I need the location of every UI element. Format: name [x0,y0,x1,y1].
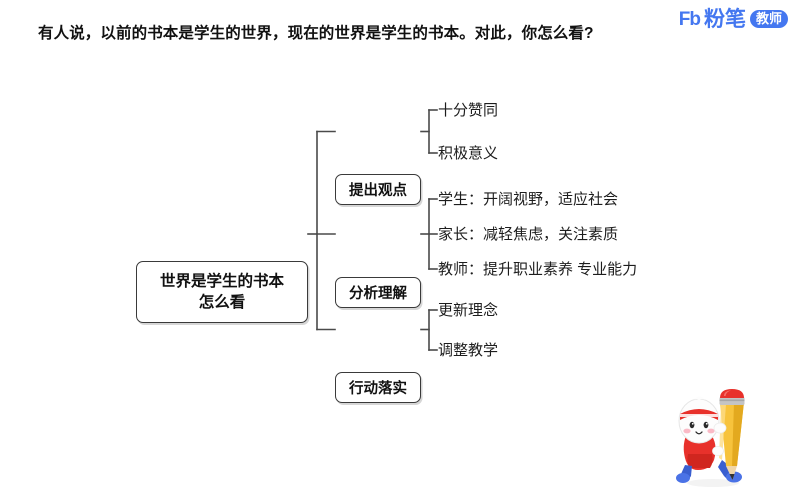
mindmap-leaf-0-0[interactable]: 十分赞同 [438,102,499,119]
mindmap-branch-node-0[interactable]: 提出观点 [335,174,421,205]
mindmap-branch-node-1[interactable]: 分析理解 [335,277,421,308]
mindmap-leaf-1-2[interactable]: 教师：提升职业素养 专业能力 [438,261,638,278]
mindmap-leaf-0-1[interactable]: 积极意义 [438,145,499,162]
mindmap-root-node[interactable]: 世界是学生的书本 怎么看 [136,261,308,323]
brand-name-label: 粉笔 [703,7,746,31]
brand-logo: Fb 粉笔 教师 [679,6,788,32]
mindmap-leaf-2-1[interactable]: 调整教学 [438,342,499,359]
page-title: 有人说，以前的书本是学生的世界，现在的世界是学生的书本。对此，你怎么看? [38,25,594,42]
mindmap-connectors [307,109,438,351]
header-bar: 有人说，以前的书本是学生的世界，现在的世界是学生的书本。对此，你怎么看? Fb … [0,0,800,58]
mindmap-leaf-2-0[interactable]: 更新理念 [438,302,499,319]
brand-tag-label: 教师 [749,10,788,28]
root-node-line-2: 怎么看 [198,294,246,311]
mindmap-branch-node-2[interactable]: 行动落实 [335,372,421,403]
mindmap-leaf-1-0[interactable]: 学生：开阔视野，适应社会 [438,191,619,208]
mascot-icon [676,389,745,487]
root-node-line-1: 世界是学生的书本 [159,273,284,290]
mindmap-diagram: 世界是学生的书本 怎么看 提出观点 分析理解 行动落实 十分赞同 积极意义 学生… [0,58,800,487]
fenbi-logo-icon: Fb [678,8,701,30]
mindmap-leaf-1-1[interactable]: 家长：减轻焦虑，关注素质 [438,226,619,243]
